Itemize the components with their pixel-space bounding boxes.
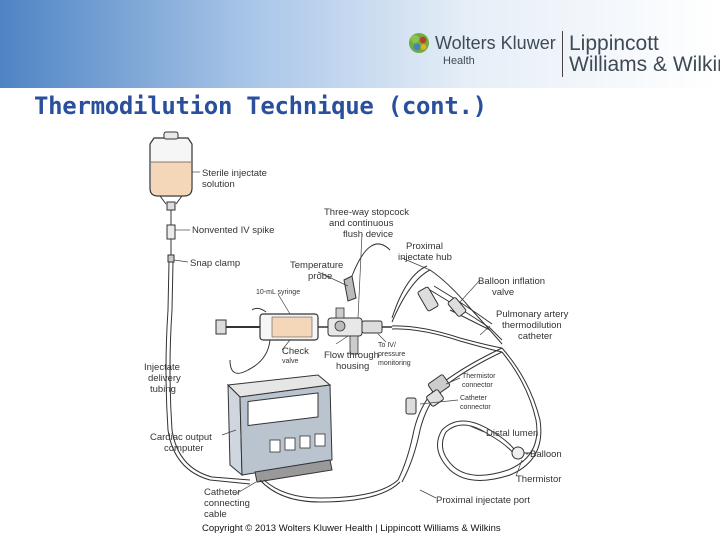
wk-logo-subtext: Health: [443, 55, 475, 67]
label-catheter-connector-2: connector: [460, 404, 491, 411]
thermodilution-diagram: Sterile injectate solution Nonvented IV …: [144, 131, 569, 520]
label-sterile-injectate-1: Sterile injectate: [202, 168, 267, 179]
copyright-footer: Copyright © 2013 Wolters Kluwer Health |…: [202, 523, 501, 534]
label-to-iv-3: monitoring: [378, 360, 411, 367]
label-pa-catheter-1: Pulmonary artery: [496, 309, 569, 320]
stopcock-manifold: [327, 307, 392, 355]
label-cardiac-output-1: Cardiac output: [150, 432, 212, 443]
label-proximal-port: Proximal injectate port: [436, 495, 530, 506]
label-flow-housing-2: housing: [336, 361, 369, 372]
leader-lines: [173, 171, 528, 499]
label-thermistor: Thermistor: [516, 474, 561, 485]
globe-logo-icon: [409, 33, 429, 53]
label-balloon: Balloon: [530, 449, 562, 460]
header-band: [0, 0, 720, 88]
label-proximal-hub-2: injectate hub: [398, 252, 452, 263]
temperature-probe: [343, 243, 391, 302]
label-snap-clamp: Snap clamp: [190, 258, 240, 269]
label-catheter-cable-1: Catheter: [204, 487, 240, 498]
label-temperature-probe-2: probe: [308, 271, 332, 282]
label-injectate-tubing-2: delivery: [148, 373, 181, 384]
cardiac-output-computer: [226, 374, 333, 483]
logo-divider: [562, 31, 563, 77]
label-balloon-valve-2: valve: [492, 287, 514, 298]
lww-logo-line-1: Lippincott: [569, 32, 659, 55]
iv-bag-illustration: [149, 131, 193, 211]
label-distal-lumen: Distal lumen: [486, 428, 538, 439]
catheter-connector: [405, 397, 417, 415]
wk-logo-text: Wolters Kluwer: [435, 33, 556, 53]
label-nonvented-spike: Nonvented IV spike: [192, 225, 274, 236]
label-stopcock-3: flush device: [343, 229, 393, 240]
label-check-valve-1: Check: [282, 346, 309, 357]
label-stopcock-1: Three-way stopcock: [324, 207, 409, 218]
balloon-tip: [511, 446, 532, 460]
label-check-valve-2: valve: [282, 358, 298, 365]
label-cardiac-output-2: computer: [164, 443, 204, 454]
label-sterile-injectate-2: solution: [202, 179, 235, 190]
label-catheter-connector-1: Catheter: [460, 395, 488, 402]
label-flow-housing-1: Flow through: [324, 350, 379, 361]
label-thermistor-connector-1: Thermistor: [462, 373, 496, 380]
label-proximal-hub-1: Proximal: [406, 241, 443, 252]
label-to-iv-1: To IV/: [378, 342, 396, 349]
iv-spike: [166, 210, 176, 240]
label-pa-catheter-2: thermodilution: [502, 320, 562, 331]
label-thermistor-connector-2: connector: [462, 382, 493, 389]
snap-clamp: [167, 239, 175, 263]
label-stopcock-2: and continuous: [329, 218, 394, 229]
lww-logo-line-2: Williams & Wilkins: [569, 53, 720, 76]
label-temperature-probe-1: Temperature: [290, 260, 343, 271]
label-balloon-valve-1: Balloon inflation: [478, 276, 545, 287]
balloon-inflation-valve: [417, 286, 467, 317]
label-to-iv-2: pressure: [378, 351, 405, 358]
label-pa-catheter-3: catheter: [518, 331, 552, 342]
label-injectate-tubing-1: Injectate: [144, 362, 180, 373]
catheter-lines: [391, 265, 542, 483]
label-catheter-cable-2: connecting: [204, 498, 250, 509]
syringe-illustration: [215, 307, 330, 341]
slide-title: Thermodilution Technique (cont.): [34, 92, 487, 120]
label-injectate-tubing-3: tubing: [150, 384, 176, 395]
label-syringe: 10-mL syringe: [256, 289, 300, 296]
label-catheter-cable-3: cable: [204, 509, 227, 520]
